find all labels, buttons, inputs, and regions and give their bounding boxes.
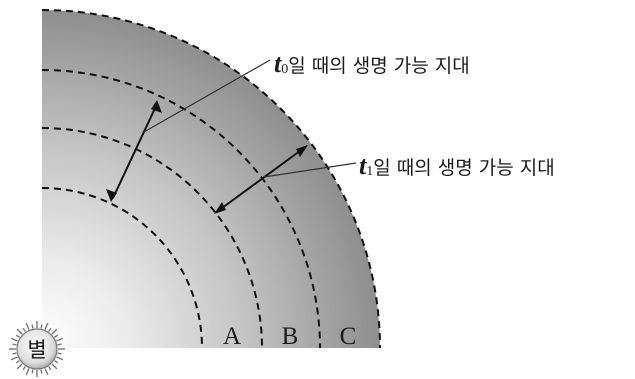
star-ray [56, 357, 62, 360]
star-ray [32, 370, 33, 374]
star-ray [26, 368, 29, 374]
star-ray [16, 335, 19, 337]
star-ray [54, 361, 57, 363]
t1-callout: t1일 때의 생명 가능 지대 [359, 151, 555, 180]
star-ray [11, 338, 17, 341]
star-ray [23, 366, 25, 369]
star-ray [32, 324, 33, 328]
star-ray [49, 366, 51, 369]
t0-callout: t0일 때의 생명 가능 지대 [274, 49, 470, 78]
star-label: 별 [27, 338, 46, 362]
star-ray [17, 329, 22, 334]
star-ray [58, 353, 62, 354]
star-ray [52, 364, 57, 369]
zone-label-a: A [223, 323, 241, 350]
star-icon: 별 [9, 321, 65, 377]
star-ray [41, 370, 42, 374]
star-ray [11, 357, 17, 360]
star-ray [17, 364, 22, 369]
star-ray [23, 328, 25, 331]
zone-label-c: C [340, 323, 357, 350]
star-ray [12, 344, 16, 345]
star-ray [12, 353, 16, 354]
star-ray [26, 323, 29, 329]
star-ray [16, 361, 19, 363]
zone-label-b: B [282, 323, 299, 350]
star-ray [45, 368, 48, 374]
star-ray [41, 324, 42, 328]
star-ray [58, 344, 62, 345]
